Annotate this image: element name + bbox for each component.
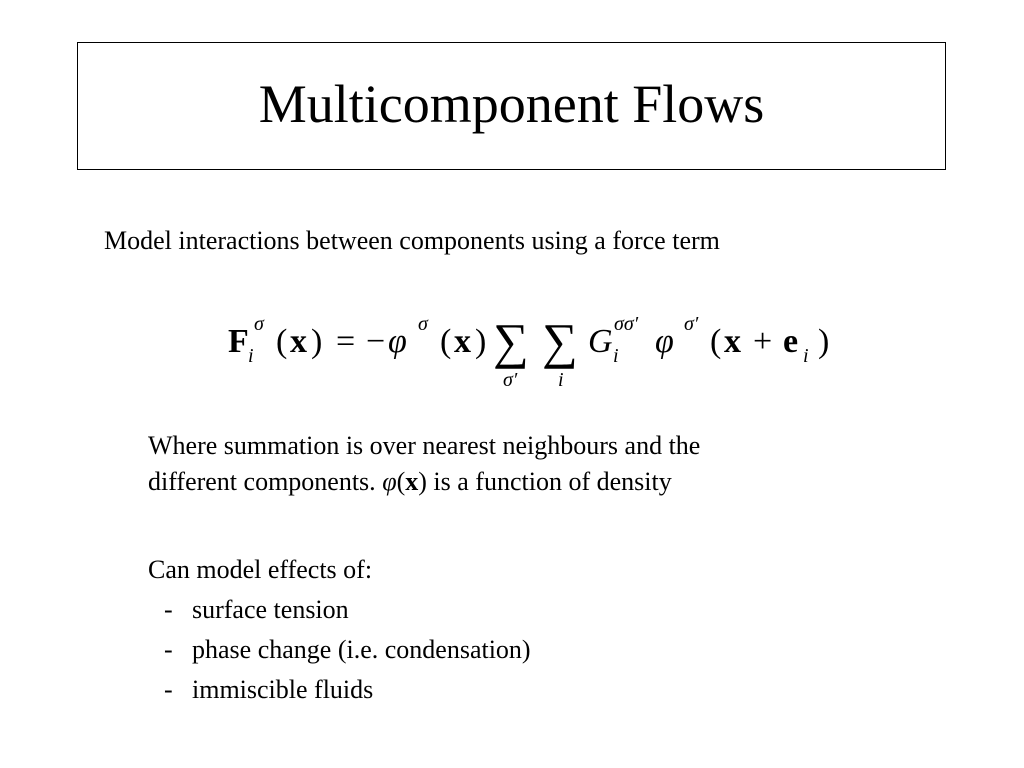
- eq-e-symbol: e: [783, 323, 798, 360]
- eq-plus: +: [753, 323, 772, 360]
- list-item-label: surface tension: [192, 595, 349, 624]
- list-item: -phase change (i.e. condensation): [148, 630, 531, 670]
- effects-list: -surface tension -phase change (i.e. con…: [148, 590, 531, 710]
- eq-g-symbol: G: [588, 323, 613, 360]
- eq-g-superscript: σσ′: [614, 313, 639, 335]
- summation-line-1: Where summation is over nearest neighbou…: [148, 431, 701, 460]
- eq-phi-1: φ: [388, 323, 407, 360]
- eq-e-subscript: i: [803, 345, 809, 367]
- eq-sum-2: ∑: [542, 313, 578, 369]
- eq-minus: −: [366, 323, 385, 360]
- equation-svg: F σ i ( x ) = − φ σ ( x ) ∑ σ′ ∑ i G σσ′…: [228, 313, 829, 391]
- list-item: -surface tension: [148, 590, 531, 630]
- eq-x-1: x: [290, 323, 307, 360]
- list-item-label: phase change (i.e. condensation): [192, 635, 531, 664]
- eq-rparen-2: ): [475, 323, 486, 360]
- list-item-label: immiscible fluids: [192, 675, 374, 704]
- eq-x-3: x: [724, 323, 741, 360]
- eq-sum-1: ∑: [493, 313, 529, 369]
- summation-line-2-a: different components.: [148, 467, 376, 496]
- eq-x-2: x: [454, 323, 471, 360]
- eq-phi-2-superscript: σ′: [684, 313, 699, 335]
- eq-rparen-1: ): [311, 323, 322, 360]
- effects-section: Can model effects of: -surface tension -…: [148, 550, 531, 710]
- eq-phi-2: φ: [655, 323, 674, 360]
- intro-text: Model interactions between components us…: [104, 226, 720, 255]
- eq-i-subscript: i: [248, 345, 254, 367]
- list-dash: -: [164, 595, 173, 624]
- inline-phi: φ: [382, 467, 397, 496]
- eq-sum-2-index: i: [558, 369, 564, 391]
- list-dash: -: [164, 635, 173, 664]
- list-dash: -: [164, 675, 173, 704]
- eq-lparen-1: (: [276, 323, 287, 360]
- slide-title: Multicomponent Flows: [258, 74, 765, 134]
- eq-rparen-3: ): [818, 323, 829, 360]
- summation-note: Where summation is over nearest neighbou…: [148, 428, 700, 500]
- eq-sigma-superscript-2: σ: [418, 313, 429, 335]
- inline-lparen: (: [396, 467, 406, 496]
- eq-lparen-3: (: [710, 323, 721, 360]
- inline-x: x: [405, 467, 419, 496]
- eq-sigma-superscript: σ: [254, 313, 265, 335]
- eq-g-subscript: i: [613, 345, 619, 367]
- inline-rparen: ): [418, 467, 427, 496]
- summation-line-2-b: is a function of density: [433, 467, 672, 496]
- eq-lparen-2: (: [440, 323, 451, 360]
- list-item: -immiscible fluids: [148, 670, 531, 710]
- eq-equals: =: [336, 323, 355, 360]
- force-equation: F σ i ( x ) = − φ σ ( x ) ∑ σ′ ∑ i G σσ′…: [0, 300, 1024, 410]
- eq-force-symbol: F: [228, 323, 249, 360]
- title-box: Multicomponent Flows: [77, 42, 946, 170]
- summation-line-2: different components. φ(x) is a function…: [148, 464, 700, 500]
- eq-sum-1-index: σ′: [503, 369, 518, 391]
- effects-heading: Can model effects of:: [148, 555, 373, 584]
